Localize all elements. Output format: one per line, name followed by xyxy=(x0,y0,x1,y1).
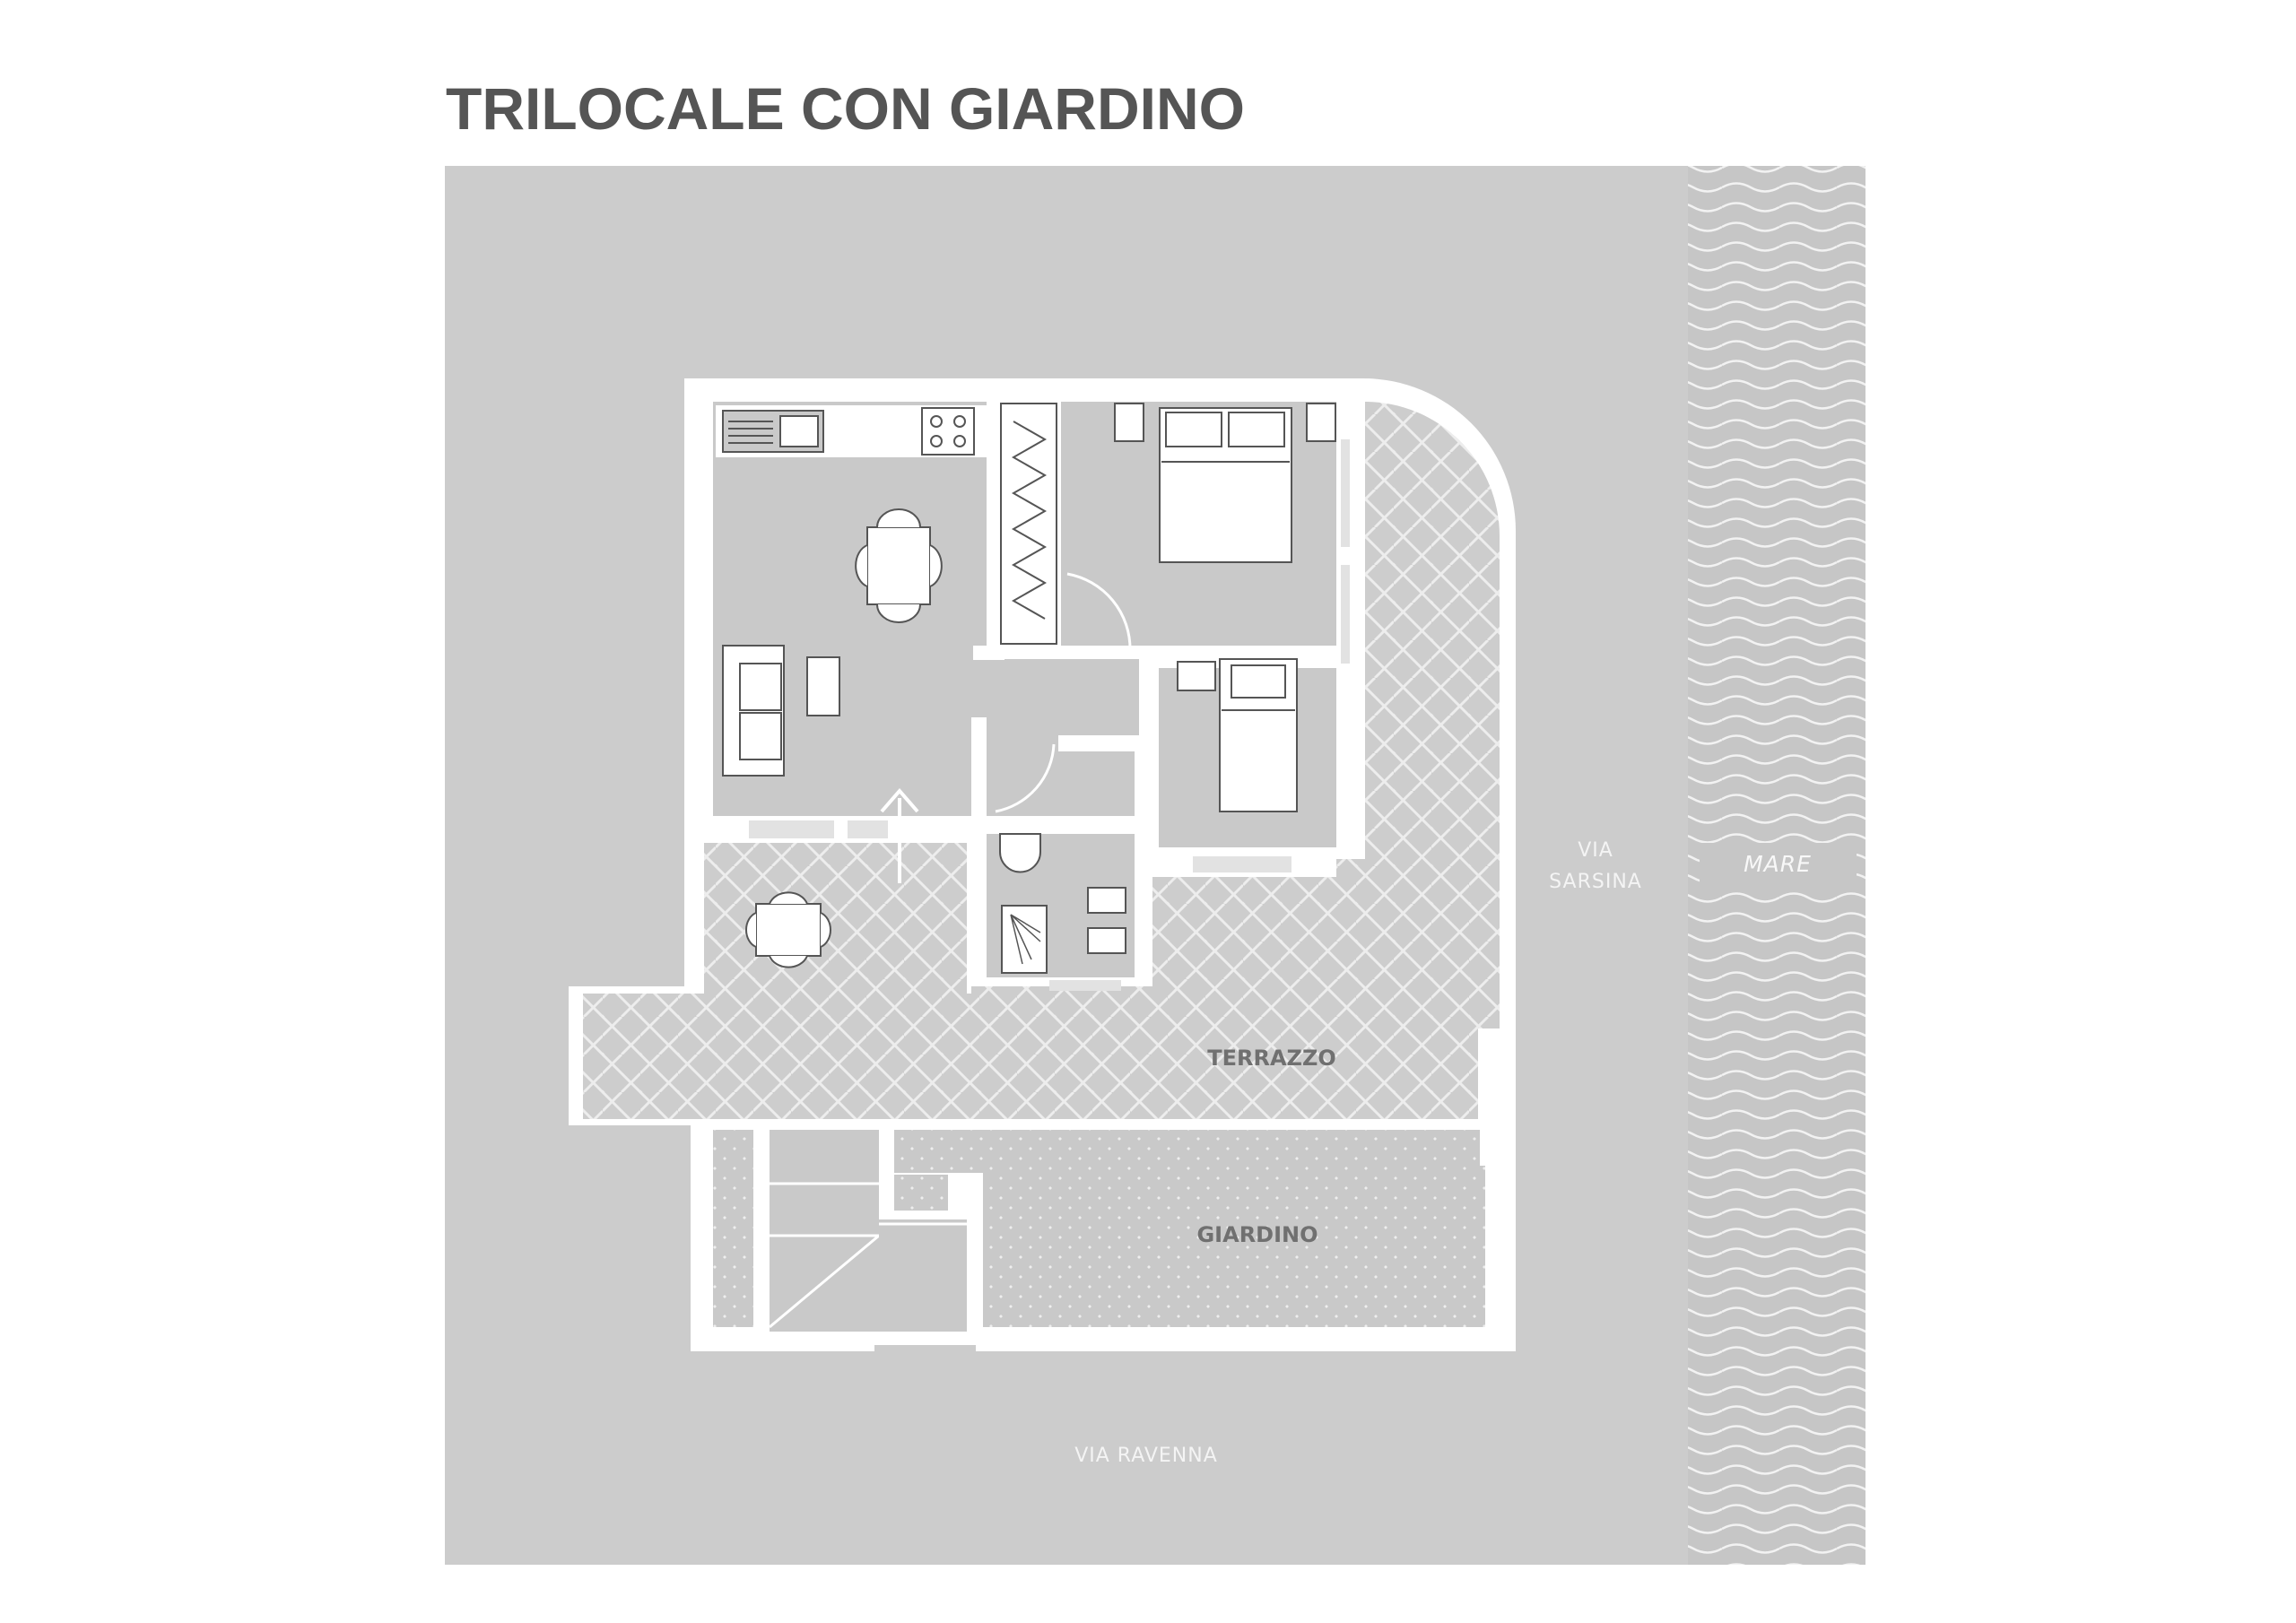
window-living-1 xyxy=(749,820,834,838)
street-label-via-ravenna: VIA RAVENNA xyxy=(1074,1445,1218,1467)
terrace-table-icon xyxy=(744,891,832,968)
terrace-floor xyxy=(583,402,1500,1119)
bidet-icon xyxy=(1087,887,1126,914)
garden-corner xyxy=(894,1175,948,1211)
stairs-landing xyxy=(879,1219,967,1332)
wall-kitchen-bedroom xyxy=(987,402,1001,653)
coffee-table-icon xyxy=(806,656,840,716)
stairs-area xyxy=(770,1130,879,1332)
window-bedroom xyxy=(1193,856,1292,872)
toilet-icon xyxy=(1087,927,1126,954)
wall-bath-top xyxy=(1058,735,1144,751)
street-label-via-1: VIA xyxy=(1578,839,1613,862)
door-swing-bathroom xyxy=(995,743,1056,813)
shower-icon xyxy=(1001,905,1048,974)
wall-hall-living xyxy=(971,717,987,986)
stove-icon xyxy=(921,407,975,456)
garden-side-strip xyxy=(713,1130,753,1327)
entrance-arrow-icon xyxy=(880,787,919,883)
window-living-2 xyxy=(848,820,888,838)
wardrobe-icon xyxy=(1000,403,1057,645)
window-bath xyxy=(1049,980,1121,991)
sea-label: MARE xyxy=(1744,851,1812,877)
double-bed-icon xyxy=(1114,403,1336,563)
stairs-lines xyxy=(769,1182,880,1329)
terrace-front-strip xyxy=(704,843,967,994)
garden-label: GIARDINO xyxy=(1196,1222,1318,1247)
wall-bath-right xyxy=(1135,735,1152,986)
terrace-label: TERRAZZO xyxy=(1207,1046,1336,1071)
garden-floor-main xyxy=(983,1166,1485,1327)
door-swing-bedroom xyxy=(1066,572,1132,651)
window-east-1 xyxy=(1341,439,1350,547)
sofa-icon xyxy=(722,645,785,777)
washbasin-icon xyxy=(999,833,1041,873)
dining-table-icon xyxy=(855,508,943,623)
single-bed-icon xyxy=(1177,658,1298,812)
window-east-2 xyxy=(1341,565,1350,664)
plan-title: TRILOCALE CON GIARDINO xyxy=(446,75,1245,142)
sea-label-band xyxy=(1700,843,1857,886)
wall-stub-1 xyxy=(973,646,1004,660)
street-label-sarsina: SARSINA xyxy=(1549,871,1642,893)
